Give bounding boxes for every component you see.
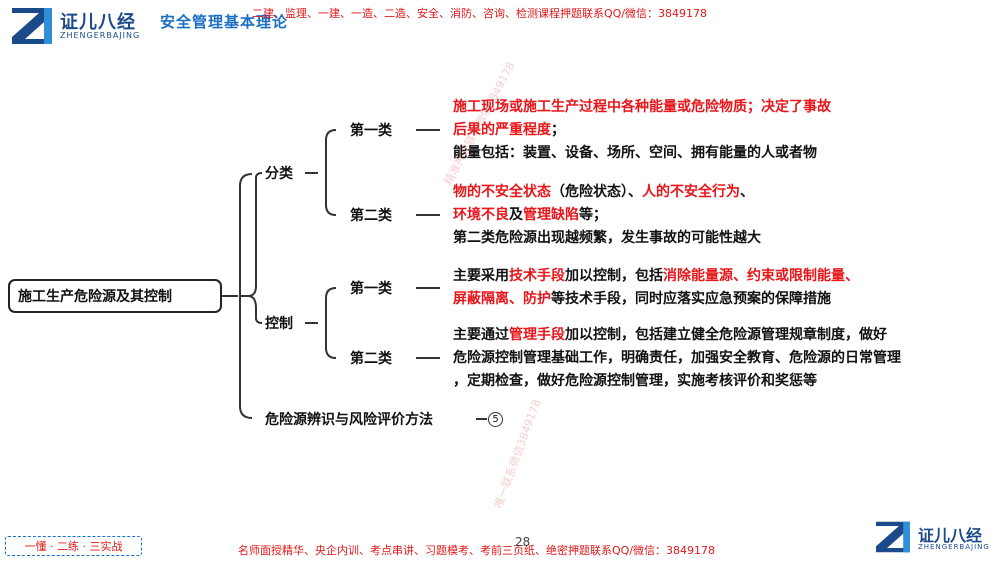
footer-logo-subtext: ZHENGERBAJING xyxy=(918,543,990,551)
desc-line: 环境不良及管理缺陷等； xyxy=(453,204,761,227)
desc-text: （危险状态）、 xyxy=(551,184,642,200)
desc-line: 屏蔽隔离、防护等技术手段，同时应落实应急预案的保障措施 xyxy=(453,288,859,311)
root-node: 施工生产危险源及其控制 xyxy=(8,279,222,313)
node-classify: 分类 xyxy=(265,166,293,182)
highlight-text: 技术手段 xyxy=(509,268,565,284)
highlight-text: 人的不安全行为 xyxy=(642,184,740,200)
desc-line: 能量包括：装置、设备、场所、空间、拥有能量的人或者物 xyxy=(453,145,817,161)
root-node-label: 施工生产危险源及其控制 xyxy=(18,289,172,305)
page-number: 28 xyxy=(515,535,531,549)
highlight-text: 环境不良 xyxy=(453,207,509,223)
desc-line: 后果的严重程度； xyxy=(453,119,831,142)
desc-text: 加以控制，包括建立健全危险源管理规章制度，做好 xyxy=(565,327,887,343)
node-control: 控制 xyxy=(265,316,293,332)
desc-line: 第二类危险源出现越频繁，发生事故的可能性越大 xyxy=(453,230,761,246)
footer-logo-text: 证儿八经 xyxy=(918,526,983,545)
highlight-text: 物的不安全状态 xyxy=(453,184,551,200)
desc-text: 主要采用 xyxy=(453,268,509,284)
node-classify-type1: 第一类 xyxy=(350,123,392,139)
footer-logo-icon xyxy=(876,521,910,553)
brand-logo-icon xyxy=(12,8,52,44)
highlight-text: 管理缺陷 xyxy=(523,207,579,223)
desc-text: 主要通过 xyxy=(453,327,509,343)
desc-text: 、 xyxy=(740,184,754,200)
highlight-text: 管理手段 xyxy=(509,327,565,343)
desc-line: 主要采用技术手段加以控制，包括消除能量源、约束或限制能量、 xyxy=(453,265,859,288)
desc-text: 及 xyxy=(509,207,523,223)
footer-ad-text: 名师面授精华、央企内训、考点串讲、习题模考、考前三页纸、绝密押题联系QQ/微信：… xyxy=(238,544,716,557)
desc-text: 加以控制，包括 xyxy=(565,268,663,284)
collapsed-count-badge[interactable]: 5 xyxy=(488,412,503,427)
desc-control-type2: 主要通过管理手段加以控制，包括建立健全危险源管理规章制度，做好 危险源控制管理基… xyxy=(453,324,901,393)
highlight-text: 消除能量源、约束或限制能量、 xyxy=(663,268,859,284)
desc-line: 危险源控制管理基础工作，明确责任，加强安全教育、危险源的日常管理 xyxy=(453,350,901,366)
highlight-text: 屏蔽隔离、防护 xyxy=(453,291,551,307)
slogan-box: 一懂 · 二练 · 三实战 xyxy=(5,536,142,556)
page-title: 安全管理基本理论 xyxy=(160,13,289,31)
desc-text: ； xyxy=(551,122,565,138)
brand-logo-subtext: ZHENGERBAJING xyxy=(60,31,141,40)
desc-control-type1: 主要采用技术手段加以控制，包括消除能量源、约束或限制能量、 屏蔽隔离、防护等技术… xyxy=(453,265,859,311)
desc-line: 物的不安全状态（危险状态）、人的不安全行为、 xyxy=(453,181,761,204)
desc-classify-type2: 物的不安全状态（危险状态）、人的不安全行为、 环境不良及管理缺陷等； 第二类危险… xyxy=(453,181,761,250)
node-control-type2: 第二类 xyxy=(350,351,392,367)
node-classify-type2: 第二类 xyxy=(350,208,392,224)
header-ad-text: 二建、监理、一建、一造、二造、安全、消防、咨询、检测课程押题联系QQ/微信：38… xyxy=(252,7,708,20)
desc-classify-type1: 施工现场或施工生产过程中各种能量或危险物质；决定了事故 后果的严重程度； 能量包… xyxy=(453,96,831,165)
node-control-type1: 第一类 xyxy=(350,281,392,297)
node-identify: 危险源辨识与风险评价方法 xyxy=(265,412,433,428)
highlight-text: 后果的严重程度 xyxy=(453,122,551,138)
desc-text: 等； xyxy=(579,207,607,223)
desc-text: 等技术手段，同时应落实应急预案的保障措施 xyxy=(551,291,831,307)
desc-line: 主要通过管理手段加以控制，包括建立健全危险源管理规章制度，做好 xyxy=(453,324,901,347)
desc-line: 施工现场或施工生产过程中各种能量或危险物质；决定了事故 xyxy=(453,99,831,115)
brand-logo-text: 证儿八经 xyxy=(60,12,136,33)
desc-line: ，定期检查，做好危险源控制管理，实施考核评价和奖惩等 xyxy=(453,373,817,389)
